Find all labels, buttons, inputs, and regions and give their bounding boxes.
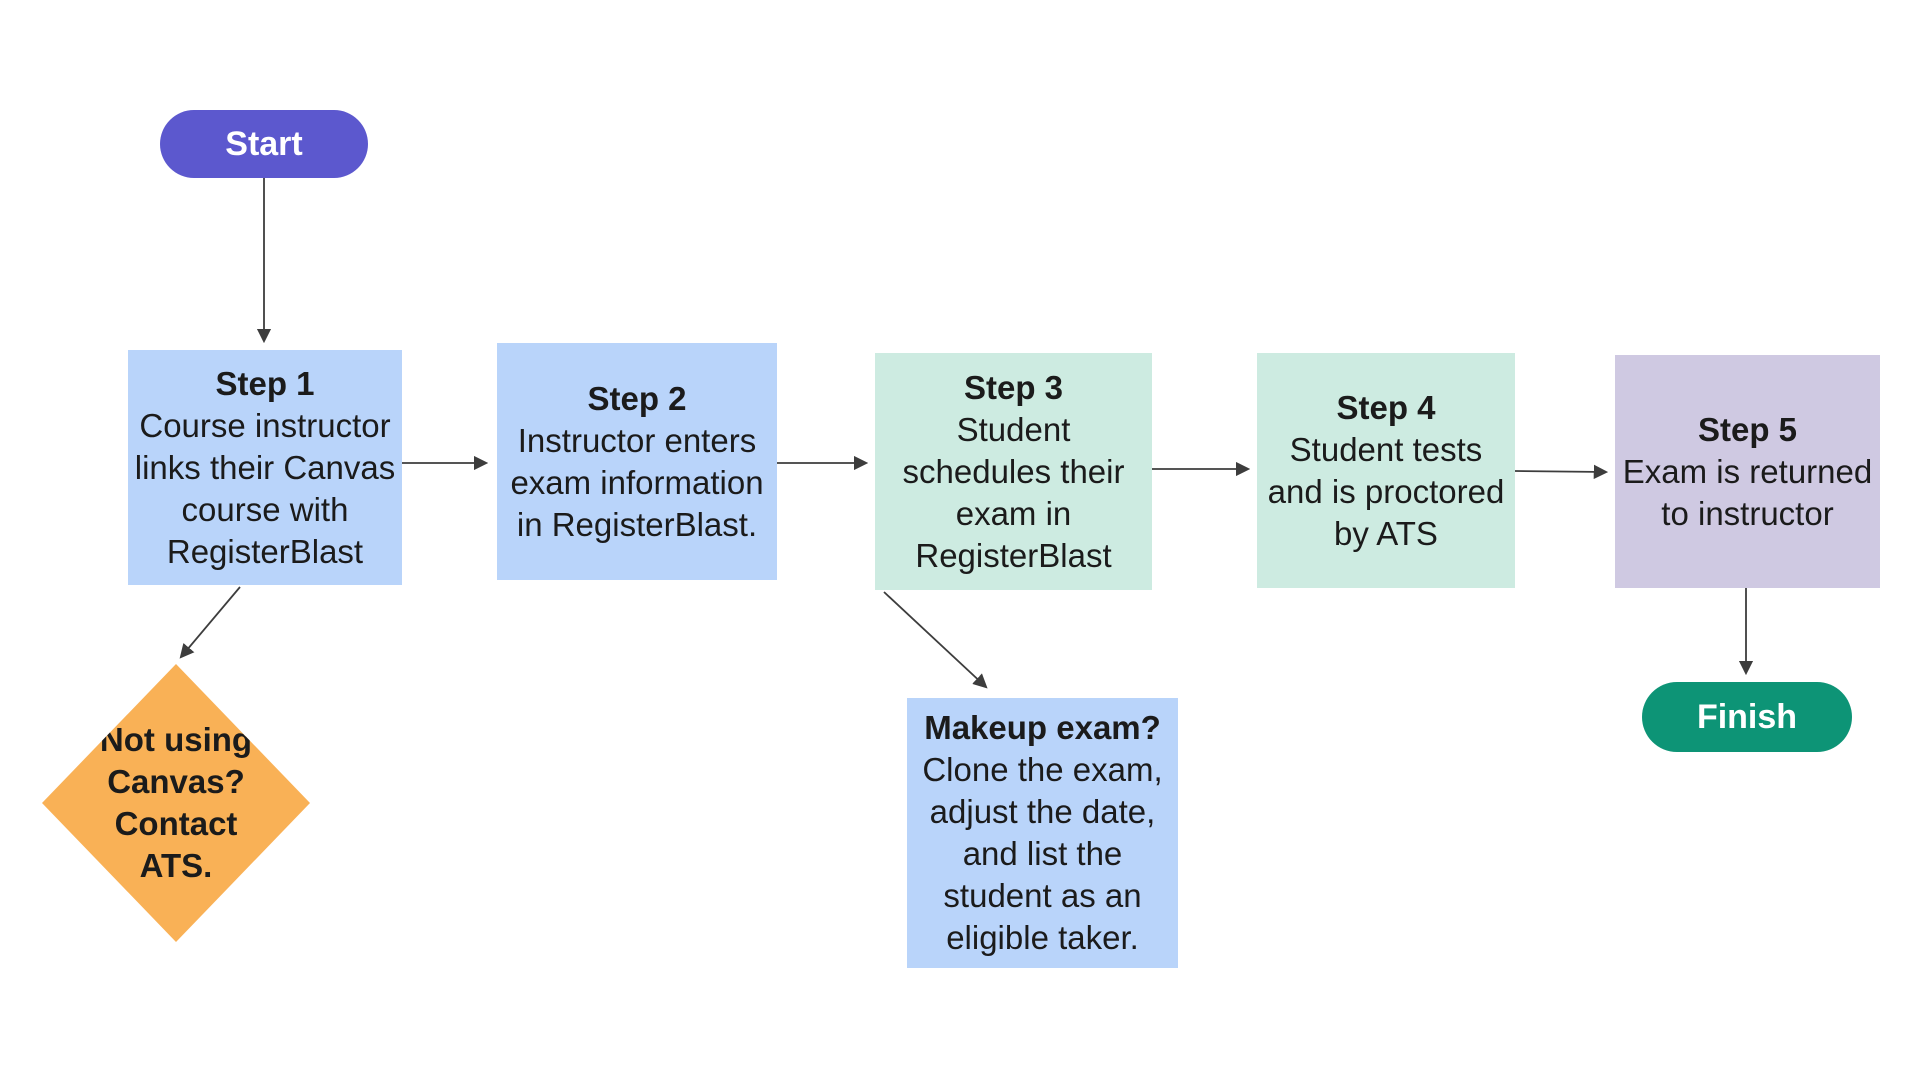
step3-body: Student schedules their exam in Register… xyxy=(902,410,1125,574)
step2-node: Step 2 Instructor enters exam informatio… xyxy=(497,343,777,580)
step5-title: Step 5 xyxy=(1697,410,1798,448)
step4-body: Student tests and is proctored by ATS xyxy=(1267,430,1505,552)
step1-body: Course instructor links their Canvas cou… xyxy=(134,406,396,570)
decision-node-not-using-canvas: Not using Canvas? Contact ATS. xyxy=(42,664,310,942)
makeup-body: Clone the exam, adjust the date, and lis… xyxy=(922,751,1163,956)
start-label: Start xyxy=(225,124,303,163)
makeup-title: Makeup exam? xyxy=(924,709,1161,746)
step4-title: Step 4 xyxy=(1336,388,1436,426)
decision-text: Not using Canvas? Contact ATS. xyxy=(99,721,253,884)
step5-body: Exam is returned to instructor xyxy=(1622,452,1873,532)
arrow-step4-to-step5 xyxy=(1514,464,1609,480)
makeup-exam-node: Makeup exam? Clone the exam, adjust the … xyxy=(907,698,1178,968)
start-node: Start xyxy=(160,110,368,178)
step2-title: Step 2 xyxy=(587,379,687,417)
step3-node: Step 3 Student schedules their exam in R… xyxy=(875,353,1152,590)
step1-title: Step 1 xyxy=(215,364,315,402)
step5-node: Step 5 Exam is returned to instructor xyxy=(1615,355,1880,588)
step3-title: Step 3 xyxy=(963,368,1064,406)
step1-node: Step 1 Course instructor links their Can… xyxy=(128,350,402,585)
step2-body: Instructor enters exam information in Re… xyxy=(510,421,764,543)
finish-node: Finish xyxy=(1642,682,1852,752)
step4-node: Step 4 Student tests and is proctored by… xyxy=(1257,353,1515,588)
arrow-step3-to-makeup xyxy=(883,591,988,689)
arrow-step1-to-decision xyxy=(179,586,241,659)
finish-label: Finish xyxy=(1696,697,1798,736)
